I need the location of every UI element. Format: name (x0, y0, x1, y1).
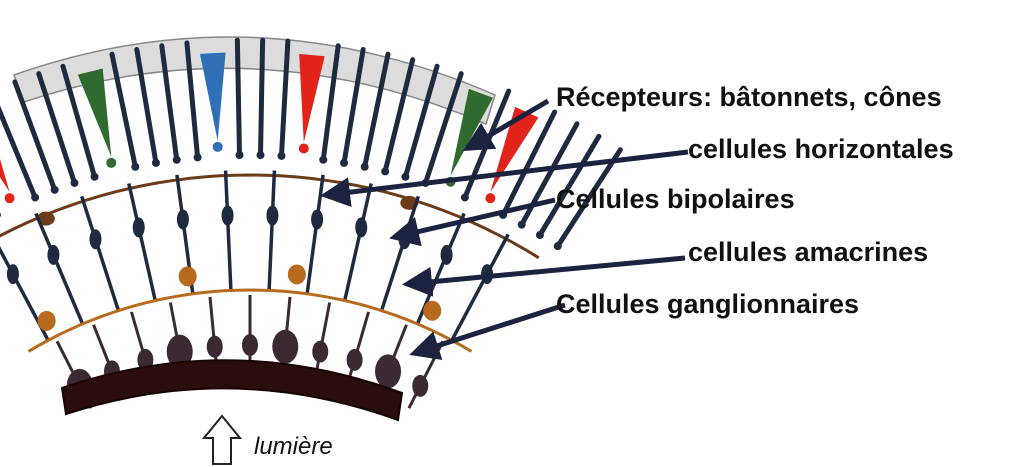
bipolar-cell-axon (382, 196, 419, 310)
rod-nucleus (236, 151, 244, 159)
rod-nucleus (277, 152, 285, 160)
cone-cell (200, 52, 226, 140)
ganglion-cell-dendrite (348, 312, 369, 384)
bipolar-cell (311, 209, 323, 229)
rod-cell (260, 40, 262, 155)
cone-nucleus (299, 144, 309, 154)
ganglion-cell (272, 330, 298, 364)
label-light: lumière (254, 433, 333, 461)
cone-nucleus (106, 158, 116, 168)
amacrine-cell (288, 264, 306, 284)
rod-nucleus (70, 179, 78, 187)
rod-nucleus (173, 156, 181, 164)
rod-nucleus (51, 186, 59, 194)
bipolar-cell (177, 209, 189, 229)
rod-nucleus (194, 153, 202, 161)
label-horizontal-cells: cellules horizontales (688, 134, 954, 165)
bipolar-cell (355, 217, 367, 237)
bipolar-cell-axon (307, 175, 323, 294)
bipolar-cell (266, 205, 278, 225)
rod-nucleus (152, 159, 160, 167)
ganglion-cell (242, 334, 258, 356)
bipolar-cell-axon (269, 171, 274, 291)
rod-cell (237, 40, 239, 155)
rod-nucleus (0, 211, 1, 219)
cone-cell (299, 54, 325, 143)
photoreceptor-layer (0, 40, 620, 250)
bipolar-cell (89, 229, 101, 249)
bipolar-cell (7, 264, 19, 284)
rod-nucleus (518, 221, 526, 229)
label-amacrine-cells: cellules amacrines (688, 237, 928, 268)
bipolar-cell (222, 205, 234, 225)
ganglion-cell (347, 349, 363, 371)
light-arrow-icon (204, 416, 240, 464)
bipolar-cell-axon (226, 171, 231, 291)
rod-nucleus (319, 156, 327, 164)
rod-nucleus (401, 173, 409, 181)
ganglion-cell (412, 375, 428, 397)
rod-nucleus (91, 173, 99, 181)
rod-nucleus (31, 193, 39, 201)
bipolar-cell-axon (82, 196, 119, 310)
rod-nucleus (461, 193, 469, 201)
bipolar-cell (47, 245, 59, 265)
rod-nucleus (361, 163, 369, 171)
ganglion-cell (375, 354, 401, 388)
label-receptors: Récepteurs: bâtonnets, cônes (556, 82, 942, 113)
bipolar-cell (133, 217, 145, 237)
label-bipolar-cells: Cellules bipolaires (556, 184, 795, 215)
amacrine-cell (38, 311, 56, 331)
cone-nucleus (485, 193, 495, 203)
bipolar-cell (441, 245, 453, 265)
rod-nucleus (381, 167, 389, 175)
bipolar-cell-axon (36, 213, 83, 324)
rod-nucleus (131, 163, 139, 171)
bipolar-cell-axon (345, 184, 371, 301)
ganglion-cell (207, 336, 223, 358)
rod-nucleus (256, 151, 264, 159)
arrow-bipolar (395, 200, 555, 237)
cone-nucleus (213, 142, 223, 152)
ganglion-cell-dendrite (316, 303, 330, 377)
bipolar-cell-axon (129, 184, 155, 301)
label-ganglion-cells: Cellules ganglionnaires (556, 289, 859, 320)
rod-nucleus (340, 159, 348, 167)
rod-nucleus (554, 242, 562, 250)
amacrine-cell (423, 301, 441, 321)
amacrine-cell (179, 266, 197, 286)
rod-nucleus (536, 231, 544, 239)
cone-nucleus (5, 193, 15, 203)
ganglion-cell (312, 341, 328, 363)
